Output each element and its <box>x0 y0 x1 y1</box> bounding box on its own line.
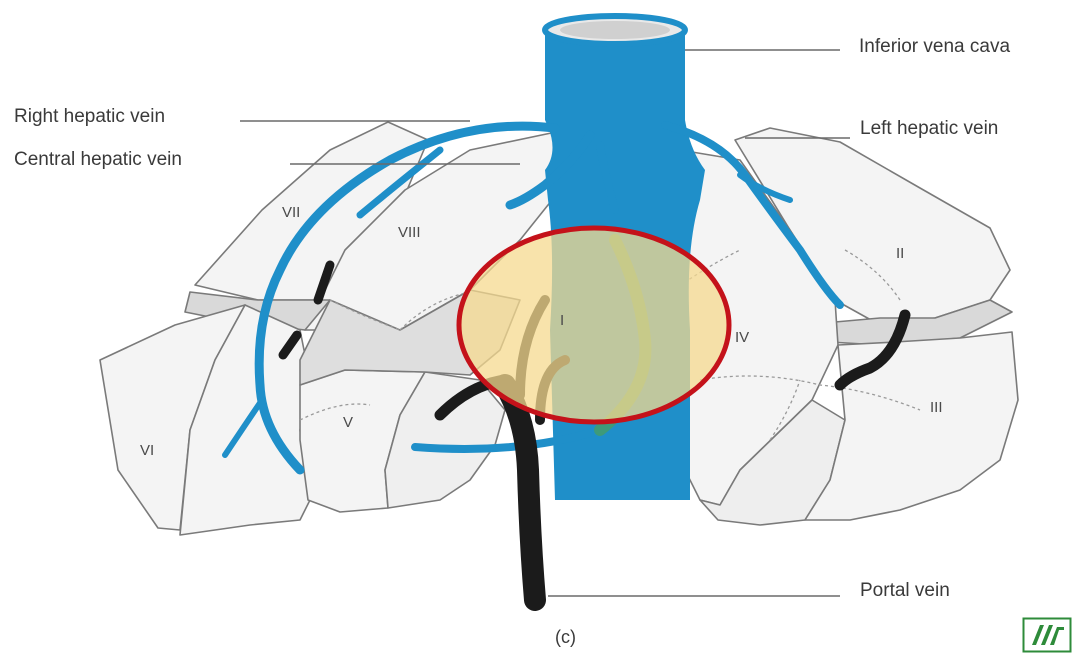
segment-label-vii: VII <box>282 204 300 221</box>
label-portal-vein: Portal vein <box>860 580 950 602</box>
segment-label-v: V <box>343 414 353 431</box>
highlight-region <box>459 228 729 422</box>
segment-label-iii: III <box>930 399 943 416</box>
segment-label-iv: IV <box>735 329 749 346</box>
segment-label-viii: VIII <box>398 224 421 241</box>
segment-label-vi: VI <box>140 442 154 459</box>
label-left-hepatic-vein: Left hepatic vein <box>860 118 998 140</box>
institution-logo-icon <box>1022 617 1072 653</box>
label-central-hepatic-vein: Central hepatic vein <box>14 149 182 171</box>
label-right-hepatic-vein: Right hepatic vein <box>14 106 165 128</box>
label-inferior-vena-cava: Inferior vena cava <box>859 36 1010 58</box>
segment-label-ii: II <box>896 245 904 262</box>
segment-label-i: I <box>560 312 564 329</box>
panel-label: (c) <box>555 627 576 648</box>
portal-vein-trunk <box>505 385 535 600</box>
